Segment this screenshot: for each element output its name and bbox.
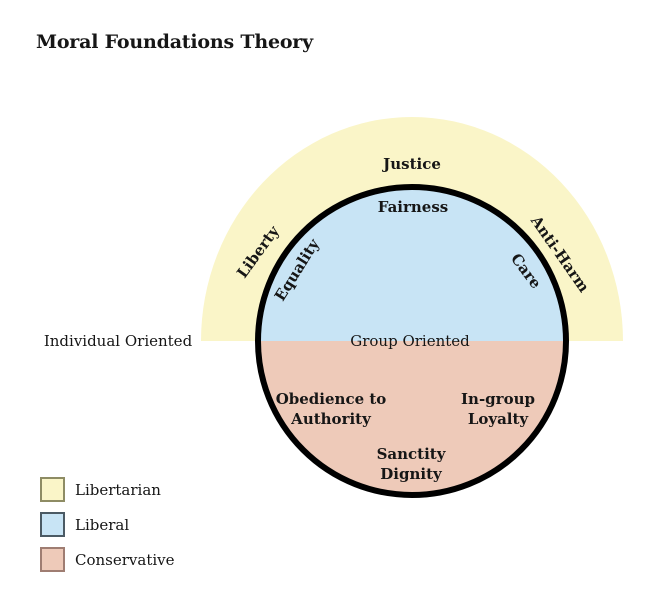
label-sanctity-dignity: Sanctity Dignity [377,444,446,484]
legend-label: Libertarian [75,481,161,499]
label-individual-oriented: Individual Oriented [43,332,193,350]
legend-item-conservative: Conservative [40,547,175,573]
label-line: Loyalty [467,410,529,428]
label-fairness: Fairness [377,198,449,216]
legend-label: Conservative [75,551,175,569]
label-line: Obedience to [275,390,387,408]
page-title: Moral Foundations Theory [36,31,313,53]
label-justice: Justice [383,155,441,173]
label-group-oriented: Group Oriented [350,332,470,350]
label-line: In-group [461,390,535,408]
liberal-swatch-icon [40,512,65,537]
label-line: Authority [291,410,371,428]
swatch-rect [40,512,65,537]
legend-label: Liberal [75,516,130,534]
liberal-half-circle [258,187,566,341]
legend-item-libertarian: Libertarian [40,477,161,503]
label-line: Sanctity [376,445,446,463]
swatch-rect [40,547,65,572]
libertarian-swatch-icon [40,477,65,502]
conservative-half-circle [258,341,566,495]
swatch-rect [40,477,65,502]
circle-outline [255,184,569,498]
label-obedience-authority: Obedience to Authority [276,389,387,429]
legend-item-liberal: Liberal [40,512,129,538]
conservative-swatch-icon [40,547,65,572]
label-line: Dignity [380,465,442,483]
label-ingroup-loyalty: In-group Loyalty [461,389,535,429]
